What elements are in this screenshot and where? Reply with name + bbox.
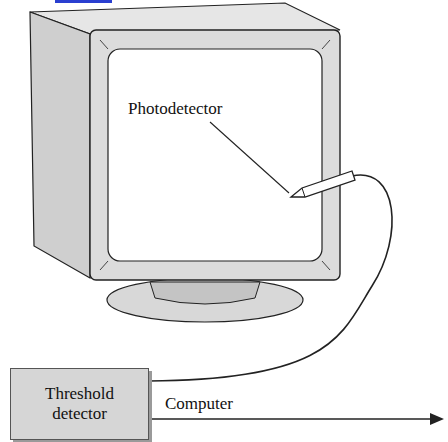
output-line xyxy=(149,418,432,420)
monitor-neck xyxy=(150,282,260,304)
light-pen xyxy=(291,171,355,197)
bezel-edge xyxy=(100,40,108,49)
leader-line xyxy=(210,122,289,193)
monitor-base xyxy=(107,278,303,322)
part-label: Photodetector xyxy=(126,99,224,119)
pen-cable xyxy=(149,175,392,381)
slide-rule xyxy=(55,0,112,3)
bezel-edge xyxy=(322,261,330,270)
signal-label: Computer xyxy=(163,394,235,414)
detector-box: Threshold detector xyxy=(10,368,149,440)
monitor-bezel xyxy=(90,30,340,280)
pen-tip-joint xyxy=(302,188,305,197)
bezel-edge xyxy=(322,40,330,49)
arrow-head xyxy=(430,413,444,425)
box-label: Threshold detector xyxy=(23,384,136,425)
bezel-edge xyxy=(100,261,108,270)
monitor-side xyxy=(30,12,90,278)
monitor-screen xyxy=(108,49,322,261)
